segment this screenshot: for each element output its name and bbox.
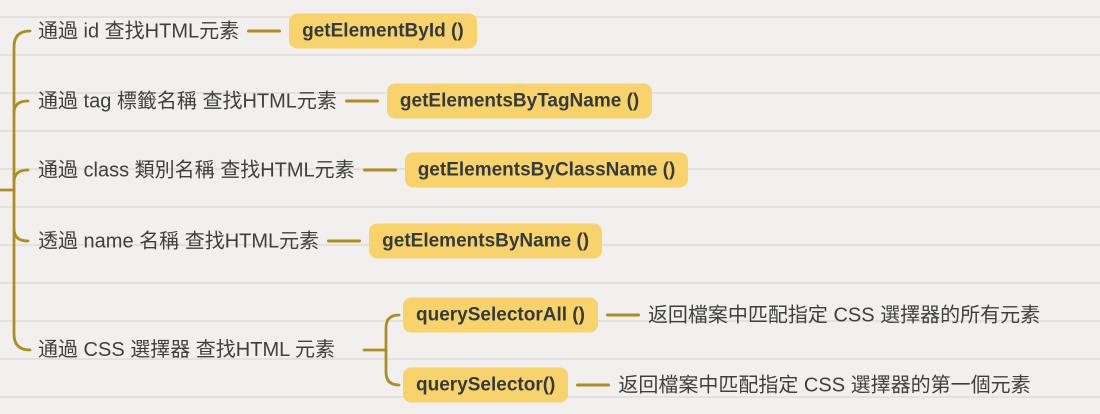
description-queryselectorall[interactable]: 返回檔案中匹配指定 CSS 選擇器的所有元素: [647, 304, 1041, 326]
branch-row-id: 通過 id 查找HTML元素 getElementById (): [38, 13, 477, 49]
css-subtree-curve-bottom: [384, 348, 401, 387]
connector-dash: [344, 99, 379, 103]
branch-curve-name: [12, 227, 30, 243]
description-queryselector[interactable]: 返回檔案中匹配指定 CSS 選擇器的第一個元素: [618, 374, 1031, 396]
method-node-getelementsbyname[interactable]: getElementsByName (): [369, 223, 603, 259]
branch-label-tag[interactable]: 通過 tag 標籤名稱 查找HTML元素: [38, 90, 337, 112]
branch-label-id[interactable]: 通過 id 查找HTML元素: [38, 20, 240, 42]
subbranch-row-queryselectorall: querySelectorAll () 返回檔案中匹配指定 CSS 選擇器的所有…: [403, 297, 1041, 333]
branch-row-name: 透過 name 名稱 查找HTML元素 getElementsByName (): [38, 223, 603, 259]
method-node-getelementsbytagname[interactable]: getElementsByTagName (): [386, 83, 653, 119]
connector-dash: [576, 383, 611, 387]
method-node-queryselectorall[interactable]: querySelectorAll (): [403, 297, 598, 333]
method-node-getelementbyid[interactable]: getElementById (): [289, 13, 477, 49]
method-node-getelementsbyclassname[interactable]: getElementsByClassName (): [404, 152, 689, 188]
branch-label-css-selector[interactable]: 通過 CSS 選擇器 查找HTML 元素: [38, 339, 336, 361]
branch-row-tag: 通過 tag 標籤名稱 查找HTML元素 getElementsByTagNam…: [38, 83, 653, 119]
subbranch-row-queryselector: querySelector() 返回檔案中匹配指定 CSS 選擇器的第一個元素: [403, 367, 1031, 403]
branch-label-name[interactable]: 透過 name 名稱 查找HTML元素: [38, 230, 320, 252]
method-node-queryselector[interactable]: querySelector(): [403, 367, 569, 403]
css-subtree-curve-top: [384, 313, 401, 352]
branch-curve-class: [12, 168, 30, 184]
connector-dash: [247, 29, 282, 33]
branch-row-class: 通過 class 類別名稱 查找HTML元素 getElementsByClas…: [38, 152, 689, 188]
branch-label-class[interactable]: 通過 class 類別名稱 查找HTML元素: [38, 159, 355, 181]
branch-curve-tag: [12, 99, 30, 115]
main-spine-line: [12, 29, 32, 352]
connector-dash: [605, 313, 640, 317]
connector-dash: [362, 168, 397, 172]
connector-dash: [327, 239, 362, 243]
branch-row-css-selector: 通過 CSS 選擇器 查找HTML 元素: [38, 338, 335, 362]
